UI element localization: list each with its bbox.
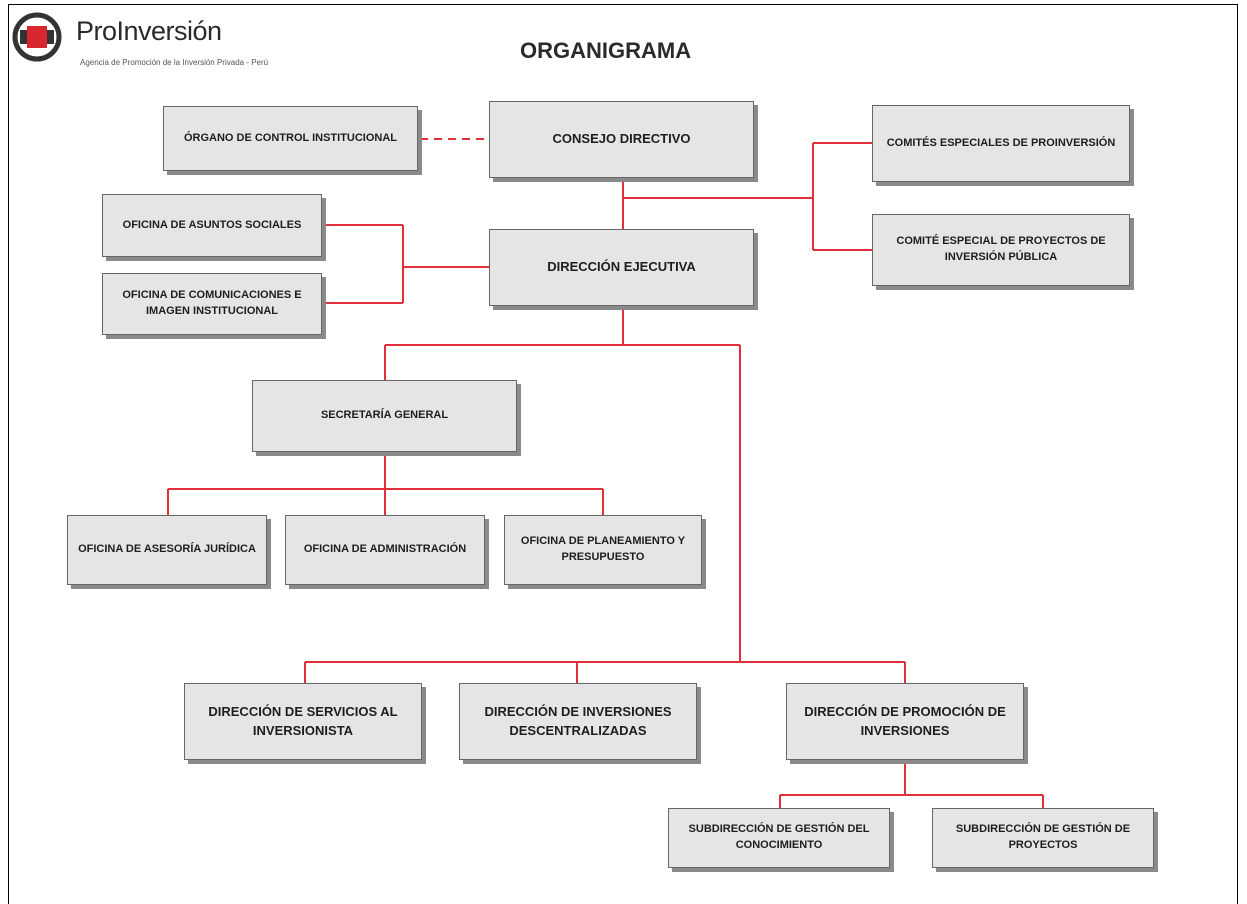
page-title: ORGANIGRAMA	[520, 38, 692, 63]
org-box-oficina-asuntos-sociales: OFICINA DE ASUNTOS SOCIALES	[102, 194, 322, 257]
org-box-label: DIRECCIÓN DE SERVICIOS AL INVERSIONISTA	[208, 703, 398, 738]
org-box-oficina-comunicaciones: OFICINA DE COMUNICACIONES E IMAGEN INSTI…	[102, 273, 322, 335]
org-box-direccion-promocion: DIRECCIÓN DE PROMOCIÓN DE INVERSIONES	[786, 683, 1024, 760]
org-box-label: SUBDIRECCIÓN DE GESTIÓN DEL CONOCIMIENTO	[688, 823, 870, 851]
org-box-label: ÓRGANO DE CONTROL INSTITUCIONAL	[183, 131, 398, 144]
org-box-label: DIRECCIÓN DE PROMOCIÓN DE INVERSIONES	[804, 703, 1006, 738]
org-box-label: COMITÉ ESPECIAL DE PROYECTOS DE INVERSIÓ…	[896, 235, 1106, 263]
org-box-label: DIRECCIÓN EJECUTIVA	[547, 259, 696, 275]
proinversion-logo: ProInversión Agencia de Promoción de la …	[12, 10, 312, 70]
org-box-label: DIRECCIÓN DE INVERSIONES DESCENTRALIZADA…	[484, 703, 672, 738]
org-box-label: COMITÉS ESPECIALES DE PROINVERSIÓN	[886, 136, 1116, 149]
brand-name: ProInversión	[76, 16, 222, 46]
org-box-secretaria-general: SECRETARÍA GENERAL	[252, 380, 517, 452]
org-box-label: OFICINA DE COMUNICACIONES E IMAGEN INSTI…	[122, 289, 302, 317]
org-box-direccion-servicios: DIRECCIÓN DE SERVICIOS AL INVERSIONISTA	[184, 683, 422, 760]
proinversion-logo-icon	[12, 12, 62, 62]
org-box-label: OFICINA DE PLANEAMIENTO Y PRESUPUESTO	[520, 535, 686, 563]
org-box-comite-inversion-publica: COMITÉ ESPECIAL DE PROYECTOS DE INVERSIÓ…	[872, 214, 1130, 286]
org-box-oficina-asesoria-juridica: OFICINA DE ASESORÍA JURÍDICA	[67, 515, 267, 585]
org-box-direccion-descentralizadas: DIRECCIÓN DE INVERSIONES DESCENTRALIZADA…	[459, 683, 697, 760]
org-box-label: OFICINA DE ASUNTOS SOCIALES	[122, 218, 302, 231]
org-box-subdireccion-proyectos: SUBDIRECCIÓN DE GESTIÓN DE PROYECTOS	[932, 808, 1154, 868]
org-box-consejo-directivo: CONSEJO DIRECTIVO	[489, 101, 754, 178]
org-box-label: CONSEJO DIRECTIVO	[552, 131, 691, 147]
org-box-label: SUBDIRECCIÓN DE GESTIÓN DE PROYECTOS	[955, 823, 1131, 851]
org-box-oficina-planeamiento: OFICINA DE PLANEAMIENTO Y PRESUPUESTO	[504, 515, 702, 585]
org-box-label: SECRETARÍA GENERAL	[320, 409, 449, 422]
org-box-label: OFICINA DE ADMINISTRACIÓN	[303, 543, 467, 556]
org-box-direccion-ejecutiva: DIRECCIÓN EJECUTIVA	[489, 229, 754, 306]
org-box-organo-control: ÓRGANO DE CONTROL INSTITUCIONAL	[163, 106, 418, 171]
connector-lines	[167, 138, 1044, 808]
brand-tagline: Agencia de Promoción de la Inversión Pri…	[80, 58, 269, 67]
org-box-comites-especiales: COMITÉS ESPECIALES DE PROINVERSIÓN	[872, 105, 1130, 182]
org-box-label: OFICINA DE ASESORÍA JURÍDICA	[78, 543, 256, 556]
org-box-subdireccion-conocimiento: SUBDIRECCIÓN DE GESTIÓN DEL CONOCIMIENTO	[668, 808, 890, 868]
org-box-oficina-administracion: OFICINA DE ADMINISTRACIÓN	[285, 515, 485, 585]
page-frame	[8, 4, 1238, 904]
